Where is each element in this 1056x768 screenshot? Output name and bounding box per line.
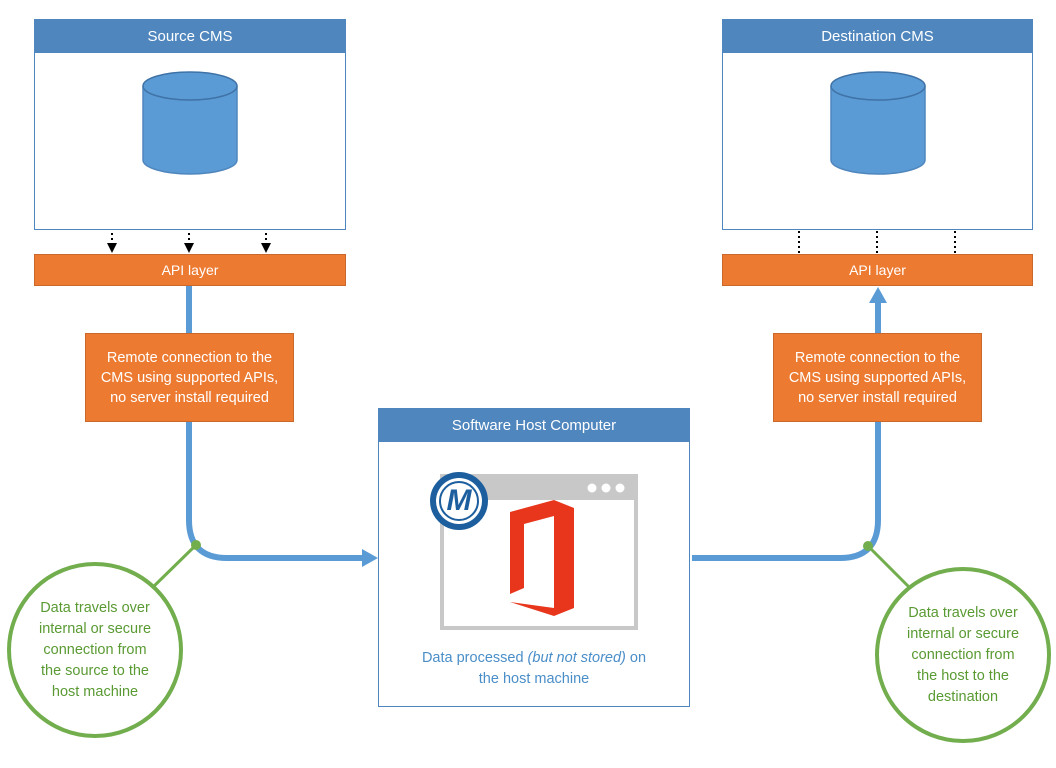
- destination-note-line-1: Remote connection to the: [794, 349, 961, 366]
- host-caption-emphasis: (but not stored): [527, 650, 626, 666]
- source-circle-line-1: Data travels over: [40, 599, 150, 616]
- office-logo-icon: [510, 500, 574, 616]
- destination-connection-note: Remote connection to the CMS using suppo…: [773, 333, 982, 422]
- destination-data-travel-circle: Data travels over internal or secure con…: [875, 567, 1051, 743]
- source-dotted-arrowhead-2: [184, 243, 194, 253]
- source-circle-line-5: host machine: [51, 683, 139, 700]
- destination-note-line-2: CMS using supported APIs,: [788, 369, 967, 386]
- window-dot-3: [615, 483, 625, 493]
- destination-database-icon: [830, 71, 926, 175]
- destination-junction-dot: [863, 541, 873, 551]
- destination-circle-line-5: destination: [927, 688, 999, 705]
- source-note-line-1: Remote connection to the: [106, 349, 273, 366]
- source-circle-leader: [148, 543, 198, 592]
- destination-circle-line-3: connection from: [911, 646, 1015, 663]
- destination-note-line-3: no server install required: [798, 389, 957, 406]
- destination-circle-line-2: internal or secure: [906, 625, 1020, 642]
- destination-connector-arrowhead: [869, 287, 887, 303]
- source-connection-note: Remote connection to the CMS using suppo…: [85, 333, 294, 422]
- source-note-line-2: CMS using supported APIs,: [100, 369, 279, 386]
- source-circle-line-2: internal or secure: [38, 620, 152, 637]
- source-connector-arrowhead: [362, 549, 378, 567]
- destination-circle-leader: [866, 544, 914, 592]
- source-api-layer: API layer: [34, 254, 346, 286]
- window-dot-2: [601, 483, 611, 493]
- window-dot-1: [587, 483, 597, 493]
- host-caption-line-1: Data processed (but not stored) on: [421, 650, 647, 666]
- host-caption-line-2: the host machine: [478, 671, 590, 687]
- source-note-line-3: no server install required: [110, 389, 269, 406]
- m-badge-icon: M: [430, 472, 488, 530]
- destination-circle-line-4: the host to the: [917, 667, 1009, 684]
- host-caption: Data processed (but not stored) on the h…: [378, 648, 690, 690]
- destination-circle-line-1: Data travels over: [908, 604, 1018, 621]
- host-computer-title: Software Host Computer: [378, 408, 690, 442]
- source-circle-line-3: connection from: [43, 641, 147, 658]
- source-dotted-arrowhead-3: [261, 243, 271, 253]
- source-junction-dot: [191, 540, 201, 550]
- source-circle-line-4: the source to the: [40, 662, 149, 679]
- m-badge-letter: M: [446, 484, 472, 517]
- destination-cms-title: Destination CMS: [722, 19, 1033, 53]
- destination-api-layer: API layer: [722, 254, 1033, 286]
- source-connector-line: [186, 286, 362, 561]
- source-database-icon: [142, 71, 238, 175]
- source-dotted-arrowhead-1: [107, 243, 117, 253]
- source-cms-title: Source CMS: [34, 19, 346, 53]
- source-data-travel-circle: Data travels over internal or secure con…: [7, 562, 183, 738]
